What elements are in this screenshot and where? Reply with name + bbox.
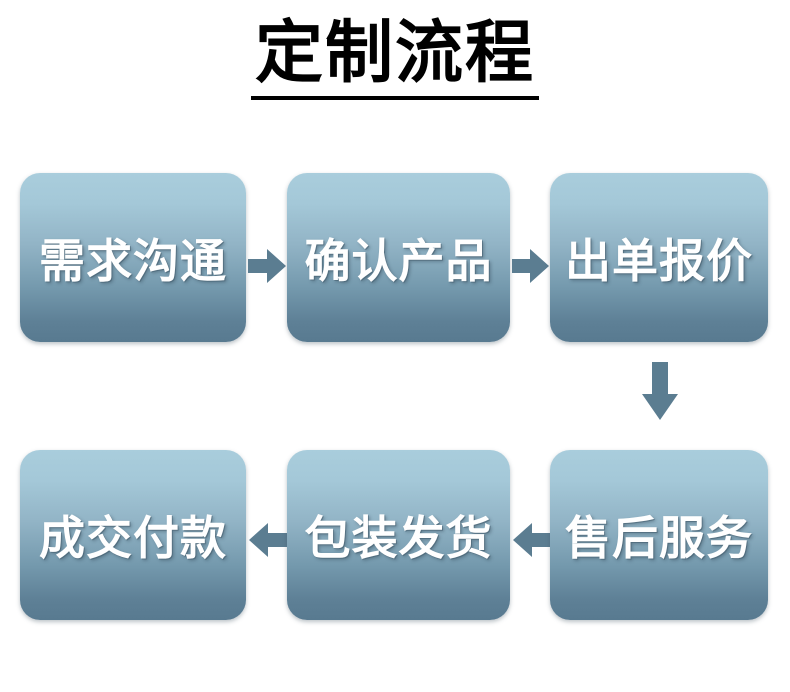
arrow-left-icon (512, 521, 550, 559)
arrow-left-icon (248, 521, 287, 559)
arrow-right-icon (248, 247, 287, 285)
flow-node-6[interactable]: 成交付款 (20, 450, 246, 620)
flow-node-label: 出单报价 (565, 233, 753, 288)
title-block: 定制流程 (0, 20, 790, 100)
flow-node-label: 成交付款 (39, 511, 227, 565)
flow-node-label: 售后服务 (565, 511, 753, 565)
flow-node-1[interactable]: 需求沟通 (20, 173, 246, 342)
flow-node-3[interactable]: 出单报价 (550, 173, 768, 342)
flow-node-2[interactable]: 确认产品 (287, 173, 510, 342)
flow-node-4[interactable]: 售后服务 (550, 450, 768, 620)
flow-node-label: 需求沟通 (39, 233, 227, 288)
arrow-right-icon (512, 247, 550, 285)
page-title: 定制流程 (250, 20, 539, 100)
flow-node-label: 确认产品 (304, 233, 493, 288)
arrow-down-icon (641, 362, 679, 422)
flow-node-5[interactable]: 包装发货 (287, 450, 510, 620)
flow-node-label: 包装发货 (304, 511, 493, 565)
